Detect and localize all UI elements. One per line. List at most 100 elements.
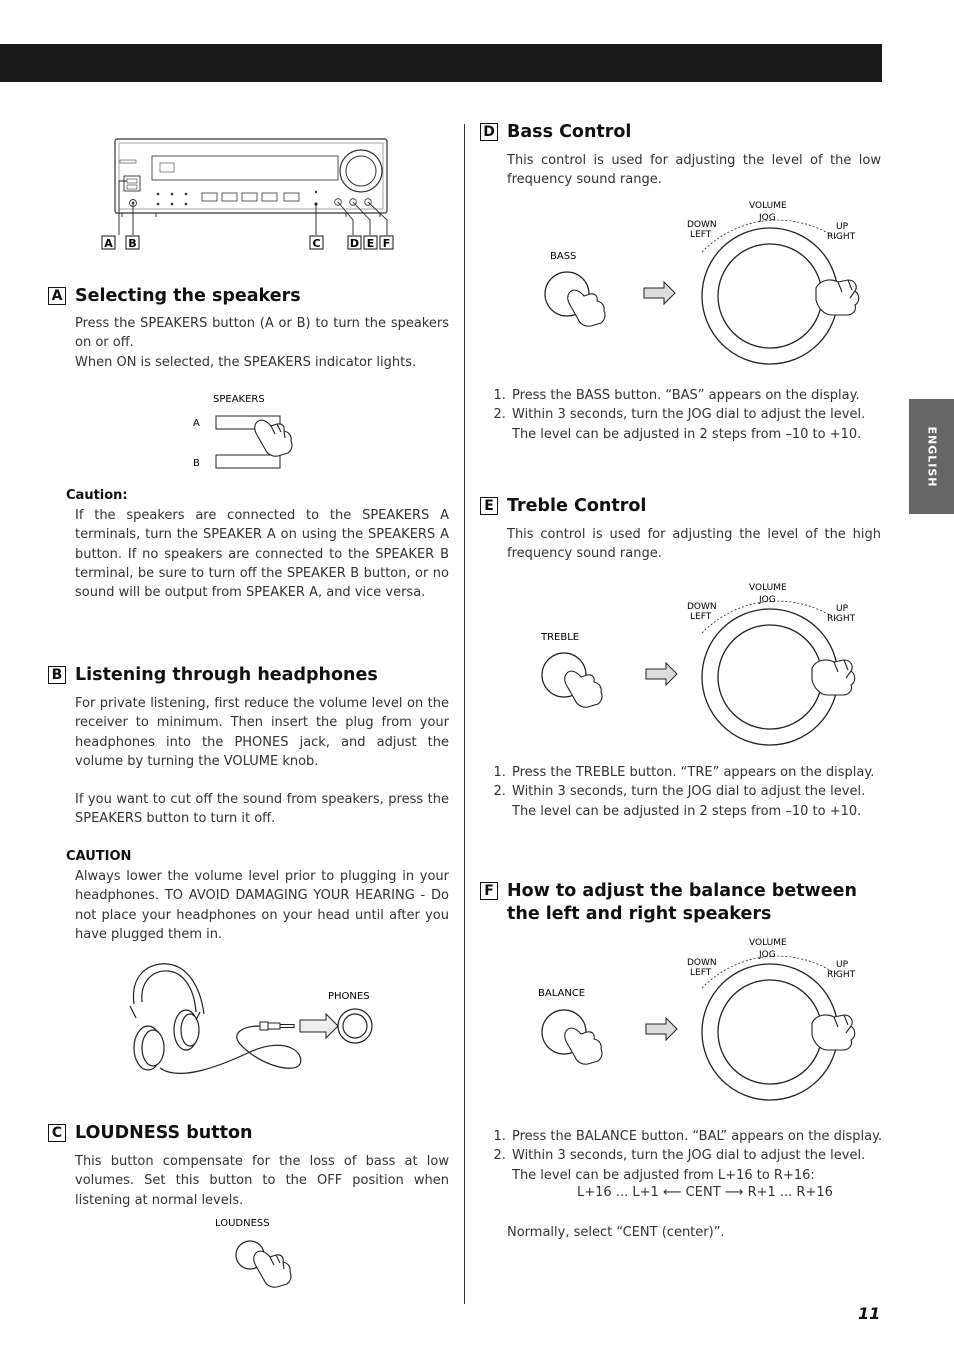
loudness-fig-label: LOUDNESS <box>215 1218 270 1229</box>
section-d-badge: D <box>480 123 498 141</box>
loudness-figure: LOUDNESS <box>215 1218 292 1288</box>
phone-plug-icon <box>259 1021 295 1031</box>
section-e-p1: This control is used for adjusting the l… <box>507 527 881 562</box>
section-a-p2: When ON is selected, the SPEAKERS indica… <box>75 354 417 370</box>
section-f-steps: Press the BALANCE button. “BAL” appears … <box>492 1127 890 1185</box>
arrow-left-icon: ⟵ <box>662 1185 682 1200</box>
arrow-right-icon <box>643 280 676 306</box>
section-a-body: Press the SPEAKERS button (A or B) to tu… <box>75 314 449 372</box>
language-tab: ENGLISH <box>909 399 954 514</box>
arrow-right-icon <box>299 1012 339 1040</box>
section-f-step-2-text: Within 3 seconds, turn the JOG dial to a… <box>512 1148 866 1164</box>
jog-dial-icon <box>701 219 839 365</box>
section-e-badge: E <box>480 497 498 515</box>
section-e-note: The level can be adjusted in 2 steps fro… <box>512 803 862 819</box>
treble-jog-label: JOG <box>758 595 776 605</box>
pressing-hand-icon <box>564 670 603 708</box>
bass-right-label: RIGHT <box>827 232 856 242</box>
speakers-fig-b: B <box>193 458 200 469</box>
balance-formula: L+16 ... L+1 ⟵ CENT ⟶ R+1 ... R+16 <box>577 1185 833 1200</box>
balance-up-label: UP <box>836 960 849 970</box>
treble-figure: TREBLE VOLUME JOG DOWN LEFT UP RIGHT <box>540 583 856 746</box>
section-e-step-1: Press the TREBLE button. “TRE” appears o… <box>510 763 880 782</box>
treble-volume-label: VOLUME <box>749 583 787 593</box>
formula-left: L+16 ... L+1 <box>577 1185 659 1200</box>
treble-left-label: LEFT <box>690 612 712 622</box>
arrow-right-icon <box>645 661 678 687</box>
section-d-p1: This control is used for adjusting the l… <box>507 153 881 188</box>
section-a-badge: A <box>48 287 66 305</box>
turning-hand-icon <box>811 1014 856 1051</box>
speakers-fig-label: SPEAKERS <box>213 394 265 405</box>
bass-figure: BASS VOLUME JOG DOWN LEFT UP RIGHT <box>544 201 860 365</box>
section-d-step-2: Within 3 seconds, turn the JOG dial to a… <box>510 405 880 444</box>
section-b-caution-text: Always lower the volume level prior to p… <box>75 869 449 942</box>
section-c-badge: C <box>48 1124 66 1142</box>
section-f-step-1: Press the BALANCE button. “BAL” appears … <box>510 1127 890 1146</box>
section-b-p2: If you want to cut off the sound from sp… <box>75 792 449 827</box>
section-e-step-2: Within 3 seconds, turn the JOG dial to a… <box>510 782 880 821</box>
section-d-step-1: Press the BASS button. “BAS” appears on … <box>510 386 880 405</box>
section-f-normally: Normally, select “CENT (center)”. <box>507 1225 725 1240</box>
section-d-steps: Press the BASS button. “BAS” appears on … <box>492 386 880 444</box>
balance-down-label: DOWN <box>687 958 717 968</box>
phones-jack-icon <box>337 1008 373 1044</box>
section-f-note: The level can be adjusted from L+16 to R… <box>512 1167 815 1183</box>
pressing-hand-icon <box>254 419 293 457</box>
headphones-figure: PHONES <box>129 963 373 1075</box>
balance-right-label: RIGHT <box>827 970 856 980</box>
section-f-badge: F <box>480 882 498 900</box>
callout-a: A <box>104 237 113 250</box>
turning-hand-icon <box>815 279 860 316</box>
callout-c: C <box>312 237 320 250</box>
arrow-right-icon <box>645 1016 678 1042</box>
turning-hand-icon <box>811 659 856 696</box>
pressing-hand-icon <box>253 1250 292 1288</box>
section-a-p1: Press the SPEAKERS button (A or B) to tu… <box>75 316 449 351</box>
phones-fig-label: PHONES <box>328 991 370 1002</box>
section-f-step-2: Within 3 seconds, turn the JOG dial to a… <box>510 1146 890 1185</box>
formula-right: R+1 ... R+16 <box>747 1185 833 1200</box>
bass-down-label: DOWN <box>687 220 717 230</box>
section-d-title: Bass Control <box>507 122 632 142</box>
section-c-title: LOUDNESS button <box>75 1123 253 1143</box>
page-number: 11 <box>858 1304 881 1323</box>
treble-up-label: UP <box>836 604 849 614</box>
receiver-diagram: A B C D E F <box>101 138 394 250</box>
balance-volume-label: VOLUME <box>749 938 787 948</box>
column-divider <box>464 124 465 1304</box>
section-b-badge: B <box>48 666 66 684</box>
section-a-caution-label: Caution: <box>66 488 128 503</box>
bass-volume-label: VOLUME <box>749 201 787 211</box>
headphones-icon <box>129 963 205 1071</box>
section-b-title: Listening through headphones <box>75 665 378 685</box>
pressing-hand-icon <box>567 289 606 327</box>
section-e-step-2-text: Within 3 seconds, turn the JOG dial to a… <box>512 784 866 800</box>
section-b-p1: For private listening, first reduce the … <box>75 696 449 769</box>
callout-b: B <box>128 237 136 250</box>
section-e-title: Treble Control <box>507 496 647 516</box>
bass-up-label: UP <box>836 222 849 232</box>
header-bar <box>0 44 882 82</box>
treble-right-label: RIGHT <box>827 614 856 624</box>
pressing-hand-icon <box>564 1027 603 1065</box>
balance-jog-label: JOG <box>758 950 776 960</box>
section-c-p1: This button compensate for the loss of b… <box>75 1154 449 1208</box>
section-f-title: How to adjust the balance between the le… <box>507 881 857 924</box>
section-a-caution-text: If the speakers are connected to the SPE… <box>75 508 449 601</box>
speakers-fig-a: A <box>193 418 200 429</box>
section-a-title: Selecting the speakers <box>75 286 301 306</box>
section-d-note: The level can be adjusted in 2 steps fro… <box>512 426 862 442</box>
section-d-step-2-text: Within 3 seconds, turn the JOG dial to a… <box>512 407 866 423</box>
balance-left-label: LEFT <box>690 968 712 978</box>
jog-dial-icon <box>701 955 839 1101</box>
section-b-caution-label: CAUTION <box>66 849 132 864</box>
formula-mid: CENT <box>685 1185 721 1200</box>
language-tab-label: ENGLISH <box>925 426 938 487</box>
speakers-figure: SPEAKERS A B <box>193 394 293 469</box>
bass-left-label: LEFT <box>690 230 712 240</box>
balance-fig-label: BALANCE <box>538 988 585 999</box>
bass-fig-label: BASS <box>550 251 576 262</box>
jog-dial-icon <box>701 600 839 746</box>
treble-down-label: DOWN <box>687 602 717 612</box>
